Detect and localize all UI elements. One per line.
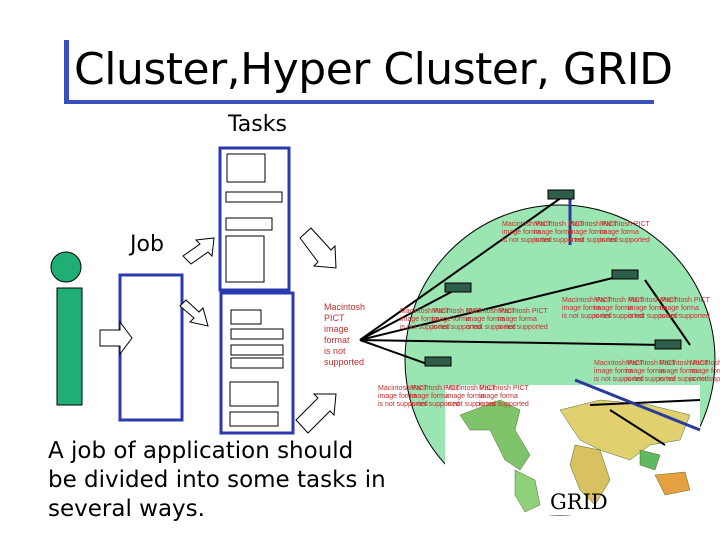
pict-placeholder: Macintosh PICT image forma is not suppor… <box>660 297 710 320</box>
pict-placeholder: Macintosh PICT image forma is not suppor… <box>690 360 720 383</box>
connection-lines <box>359 194 701 446</box>
pict-placeholder: Macintosh PICT image forma is not suppor… <box>502 221 552 244</box>
pict-placeholder: Macintosh PICT image forma is not suppor… <box>378 385 428 408</box>
title-accent-bar <box>64 40 69 102</box>
pict-placeholder: Macintosh PICT image forma is not suppor… <box>659 360 709 383</box>
job-label: Job <box>130 232 164 257</box>
description-text: A job of application should be divided i… <box>48 438 386 522</box>
pict-placeholder: Macintosh PICT image forma is not suppor… <box>562 297 612 320</box>
person-icon <box>50 251 83 406</box>
task-group-lower <box>219 291 295 435</box>
grid-label: GRID <box>550 490 608 514</box>
pict-placeholder: Macintosh PICT image forma is not suppor… <box>594 360 644 383</box>
pict-placeholder: Macintosh PICT image forma is not suppor… <box>594 297 644 320</box>
pict-placeholder: Macintosh PICT image forma is not suppor… <box>479 385 529 408</box>
pict-placeholder-large: Macintosh PICT image format is not suppo… <box>324 302 366 367</box>
router-icons <box>424 189 682 367</box>
arrow-icons <box>99 227 337 434</box>
title-underline <box>64 100 654 104</box>
pict-placeholder: Macintosh PICT image forma is not suppor… <box>600 221 650 244</box>
pict-placeholder: Macintosh PICT image forma is not suppor… <box>628 297 678 320</box>
pict-placeholder: Macintosh PICT image forma is not suppor… <box>410 385 460 408</box>
pict-placeholder: Macintosh PICT image forma is not suppor… <box>446 385 496 408</box>
world-map <box>445 385 700 515</box>
pict-placeholder: Macintosh PICT image forma is not suppor… <box>568 221 618 244</box>
slide-title: Cluster,Hyper Cluster, GRID <box>74 44 673 95</box>
job-box <box>118 273 184 422</box>
pict-placeholder: Macintosh PICT image forma is not suppor… <box>626 360 676 383</box>
pict-placeholder: Macintosh PICT image forma is not suppor… <box>432 308 482 331</box>
task-group-upper <box>218 146 291 292</box>
pict-placeholder: Macintosh PICT image forma is not suppor… <box>534 221 584 244</box>
tasks-label: Tasks <box>228 112 287 137</box>
pict-placeholder: Macintosh PICT image forma is not suppor… <box>466 308 516 331</box>
pict-placeholder: Macintosh PICT image forma is not suppor… <box>400 308 450 331</box>
pict-placeholder: Macintosh PICT image forma is not suppor… <box>498 308 548 331</box>
